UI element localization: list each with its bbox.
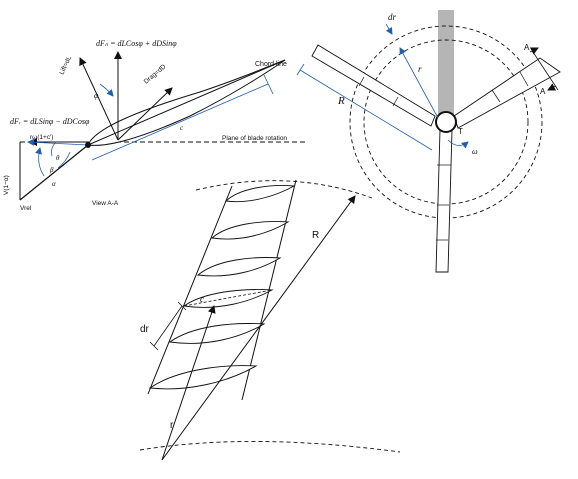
blade-upper-right-section [491,89,501,103]
dr-arrow-top [385,23,393,35]
blade-section [224,185,296,203]
rotor-radius-dimension [299,69,433,151]
drag-label: Drag=dD [143,63,168,85]
outer-radius-arc [195,180,373,199]
airfoil-view: dFₙ = dLCosφ + dDSinφ dFᵣ = dLSinφ − dDC… [3,39,305,212]
rotation-arc [447,139,469,149]
rotor-dr-label: dr [388,12,397,22]
dr-dimension-tick-bottom [149,341,159,351]
beta-arc [35,147,45,177]
blade-lower [435,129,453,273]
alpha-label: α [52,180,56,188]
blade-upper-left-section [358,76,365,87]
chord-dimension-line [91,83,269,161]
section-a-top-label: A [524,43,530,52]
element-dr-label: dr [140,324,150,335]
blade-element-view: c dr R r [139,179,401,461]
tower [438,10,454,114]
axial-velocity-label: V(1−α) [3,175,10,195]
phi-arc [99,83,114,97]
rotor-hub [435,111,457,133]
chord-dimension-tick [263,74,274,95]
omega-label: ω [472,147,478,156]
relative-velocity-line [19,144,89,201]
element-c-label: c [200,294,204,304]
blade-section [196,257,282,277]
blade-r-label: r [170,420,174,431]
rotational-velocity-line [27,138,89,146]
lift-label: Lift=dL [58,55,73,76]
plane-of-rotation-label: Plane of blade rotation [222,135,287,142]
blade-r-line [161,305,216,461]
theta-arc [51,141,57,157]
vrel-label: Vrel [20,205,32,212]
dft-equation: dFᵣ = dLSinφ − dDCosφ [10,117,90,126]
airfoil-reference-point [85,142,91,148]
chord-line-label: Chord line [255,61,287,68]
chord-c-label: c [180,124,184,132]
blade-leading-edge [147,185,233,395]
section-a-bottom-label: A [540,87,546,96]
blade-section [148,365,258,390]
dfn-equation: dFₙ = dLCosφ + dDSinφ [96,39,177,48]
blade-upper-right-section [519,71,529,87]
section-a-arrow-top [529,47,539,55]
blade-section [210,221,290,240]
view-aa-label: View A-A [92,200,119,207]
theta-label: θ [56,154,60,162]
rotor-radius-tick [296,63,305,76]
rotor-R-label: R [337,95,345,107]
blade-R-label: R [312,230,319,241]
rotor-view: dr r R T ω A A [296,10,561,273]
blade-R-line [161,195,356,461]
beta-label: β [49,166,54,174]
lift-arrow [79,57,119,141]
section-a-arrow-bottom [547,83,557,91]
rotational-speed-label: rω(1+c') [30,134,53,141]
blade-upper-left [311,44,436,127]
dr-dimension-tick-top [177,301,187,311]
blade-upper-left-section [392,96,399,107]
torque-T-label: T [458,127,463,136]
dr-dimension-line [153,305,183,347]
hub-arc [139,441,401,453]
local-radius-line [399,47,439,119]
phi-label: φ [94,91,99,100]
rotor-r-label: r [418,64,422,74]
alpha-arc [57,151,71,169]
chord-line [87,59,286,146]
drag-arrow [117,87,173,141]
